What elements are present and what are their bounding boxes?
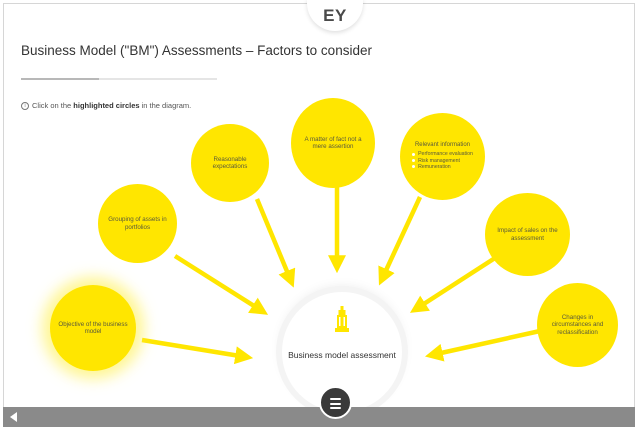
node-objective-label: Objective of the business model	[58, 320, 128, 335]
node-relevant-info-content: Relevant information Performance evaluat…	[412, 142, 473, 170]
arrow-changes	[424, 328, 541, 362]
relevant-info-item: Risk management	[412, 158, 473, 164]
node-reasonable-label: Reasonable expectations	[212, 155, 248, 170]
progress-fill	[21, 78, 100, 80]
tower-icon	[335, 306, 349, 332]
instruction-emphasis: highlighted circles	[73, 101, 140, 110]
center-label: Business model assessment	[288, 350, 396, 360]
node-grouping-label: Grouping of assets in portfolios	[108, 216, 167, 231]
relevant-info-item-text: Performance evaluation	[418, 151, 473, 158]
node-impact-of-sales[interactable]: Impact of sales on the assessment	[485, 193, 570, 276]
bullet-icon	[412, 158, 416, 162]
node-matter-of-fact-label: A matter of fact not a mere assertion	[304, 135, 362, 150]
node-matter-of-fact[interactable]: A matter of fact not a mere assertion	[291, 98, 375, 188]
arrow-impact-of-sales	[409, 256, 497, 313]
menu-icon-bar	[330, 407, 341, 409]
node-relevant-info-label: Relevant information	[414, 142, 470, 149]
node-objective[interactable]: Objective of the business model	[50, 285, 136, 371]
instruction-suffix: in the diagram.	[139, 101, 192, 110]
page-title: Business Model ("BM") Assessments – Fact…	[21, 43, 372, 58]
arrow-reasonable	[254, 198, 296, 288]
logo-text: EY	[323, 6, 347, 25]
node-reasonable[interactable]: Reasonable expectations	[191, 124, 269, 202]
arrow-objective	[141, 337, 254, 365]
node-changes[interactable]: Changes in circumstances and reclassific…	[537, 283, 618, 367]
relevant-info-item-text: Remuneration	[418, 164, 451, 171]
info-icon: i	[21, 102, 29, 111]
node-impact-of-sales-label: Impact of sales on the assessment	[497, 227, 558, 242]
center-hub: Business model assessment	[282, 292, 402, 412]
bullet-icon	[412, 152, 416, 156]
relevant-info-item: Remuneration	[412, 164, 473, 170]
node-relevant-info[interactable]: Relevant information Performance evaluat…	[400, 113, 485, 200]
menu-button[interactable]	[319, 386, 352, 419]
instruction-prefix: Click on the	[32, 101, 74, 110]
ey-logo: EY	[307, 0, 363, 31]
node-grouping[interactable]: Grouping of assets in portfolios	[98, 184, 177, 263]
arrow-relevant-info	[378, 196, 423, 286]
relevant-info-item-text: Risk management	[418, 157, 460, 164]
progress-bar	[21, 78, 217, 80]
back-arrow-icon[interactable]	[10, 412, 17, 422]
arrow-grouping	[173, 254, 269, 315]
bullet-icon	[412, 165, 416, 169]
node-changes-label: Changes in circumstances and reclassific…	[551, 313, 604, 336]
menu-icon-bar	[330, 402, 341, 405]
menu-icon	[330, 398, 341, 400]
relevant-info-item: Performance evaluation	[412, 151, 473, 157]
bottom-nav-bar	[3, 407, 635, 427]
